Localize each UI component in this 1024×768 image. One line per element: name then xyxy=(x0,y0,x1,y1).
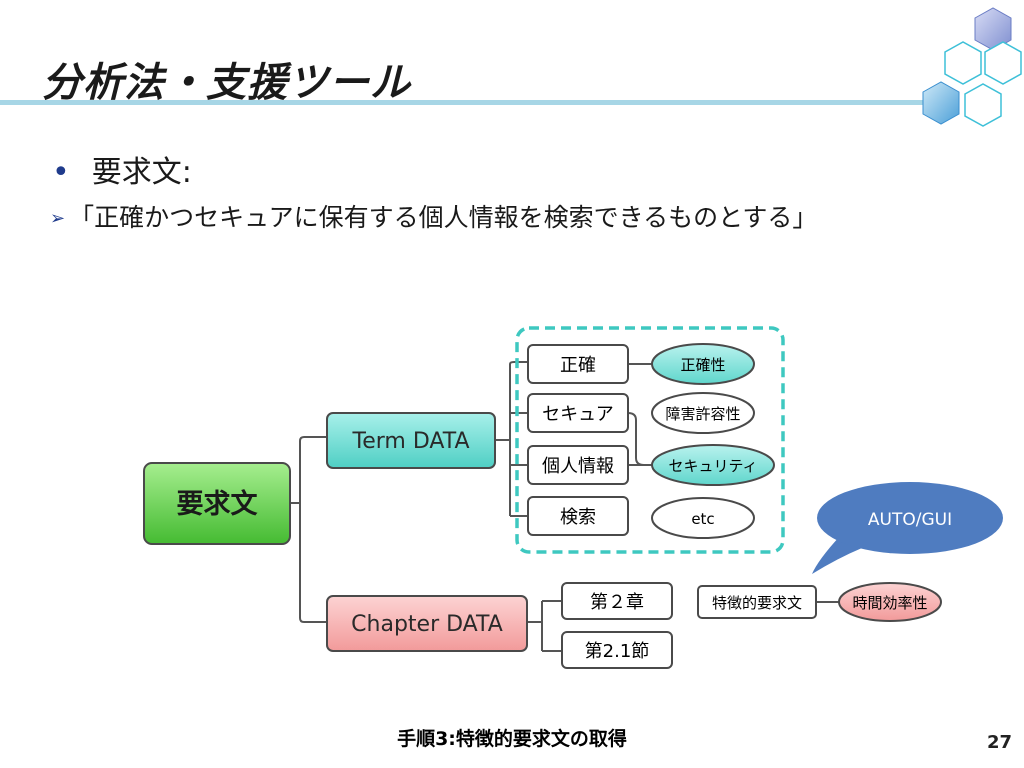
property-label: 正確性 xyxy=(680,356,725,374)
property-label: 障害許容性 xyxy=(665,405,740,423)
property-ellipse xyxy=(651,392,755,434)
term-box xyxy=(527,344,629,384)
term-data-node xyxy=(326,412,496,469)
term-label: 検索 xyxy=(560,507,596,528)
term-label: セキュア xyxy=(542,404,614,425)
callout-label: AUTO/GUI xyxy=(868,510,952,530)
chapter-box xyxy=(561,582,673,620)
chapter-box xyxy=(561,631,673,669)
term-group-border xyxy=(515,326,785,554)
bullet-point: • 要求文: xyxy=(52,147,192,191)
hexagon-decoration xyxy=(922,7,1022,127)
bullet-text: 要求文: xyxy=(91,155,192,190)
page-number: 27 xyxy=(986,732,1012,753)
arrow-bullet-icon: ➢ xyxy=(50,208,66,229)
connector-lines xyxy=(290,361,840,652)
term-label: 正確 xyxy=(560,355,596,376)
property-ellipse xyxy=(651,343,755,385)
property-label: セキュリティ xyxy=(668,457,757,475)
slide-footer: 手順3:特徴的要求文の取得 xyxy=(397,728,627,750)
sub-bullet-text: 「正確かつセキュアに保有する個人情報を検索できるものとする」 xyxy=(69,203,818,232)
feature-box xyxy=(697,585,817,619)
chapter-label: 第２章 xyxy=(590,592,644,613)
sub-bullet: ➢「正確かつセキュアに保有する個人情報を検索できるものとする」 xyxy=(50,198,817,234)
callout-bubble xyxy=(817,482,1003,554)
property-ellipse xyxy=(651,497,755,539)
callout-tail xyxy=(812,536,862,574)
chapter-label: 第2.1節 xyxy=(585,641,650,662)
chapter-data-node xyxy=(326,595,528,652)
property-label: etc xyxy=(691,510,714,528)
term-box xyxy=(527,496,629,536)
term-data-label: Term DATA xyxy=(352,429,470,454)
chapter-data-label: Chapter DATA xyxy=(351,612,503,637)
bullet-dot-icon: • xyxy=(52,155,70,190)
term-box xyxy=(527,393,629,433)
term-label: 個人情報 xyxy=(542,456,614,477)
slide-title: 分析法・支援ツール xyxy=(42,60,411,106)
efficiency-ellipse xyxy=(838,582,942,622)
root-node-label: 要求文 xyxy=(177,488,259,520)
property-ellipse xyxy=(651,444,775,486)
term-box xyxy=(527,445,629,485)
efficiency-label: 時間効率性 xyxy=(852,594,927,612)
title-underline xyxy=(0,100,930,105)
feature-label: 特徴的要求文 xyxy=(712,594,802,612)
root-node-box xyxy=(143,462,291,545)
